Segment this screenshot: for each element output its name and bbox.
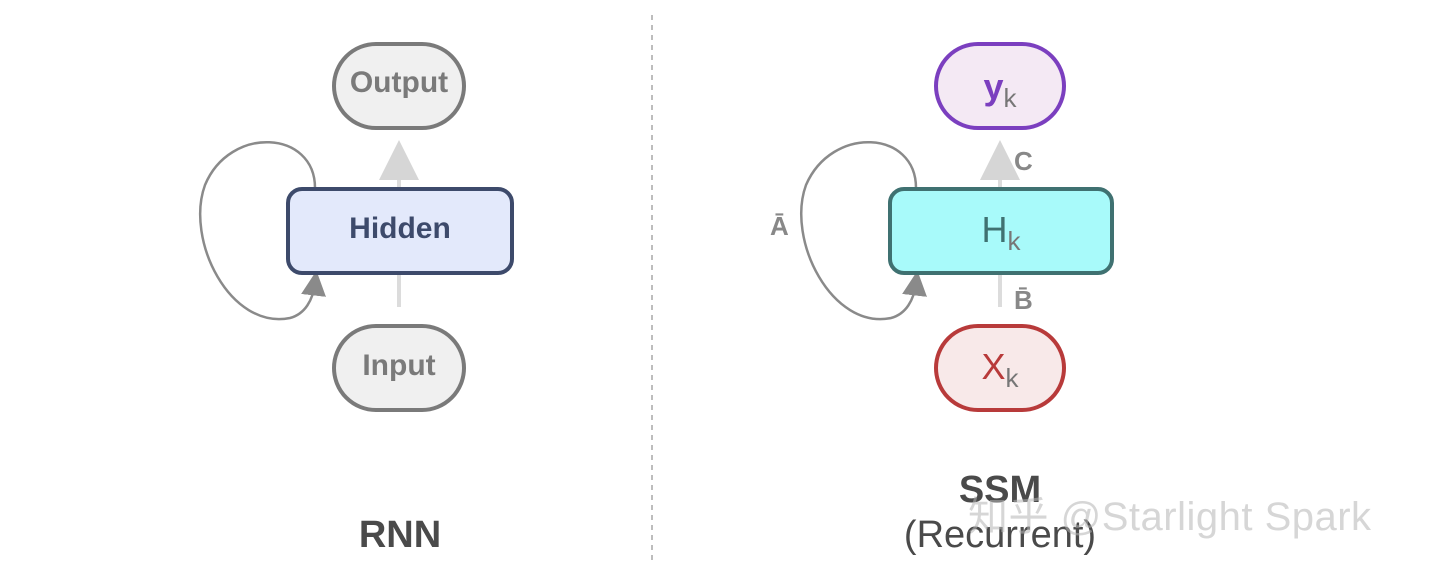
ssm-edge-b-label: B̄ bbox=[1014, 285, 1033, 315]
ssm-x-main: X bbox=[981, 346, 1006, 387]
watermark-text: 知乎 @Starlight Spark bbox=[968, 495, 1372, 539]
ssm-y-main: y bbox=[983, 66, 1004, 107]
rnn-output-label: Output bbox=[349, 66, 449, 99]
ssm-y-subscript: k bbox=[1003, 83, 1017, 113]
ssm-caption-sub: (Recurrent) bbox=[903, 514, 1097, 556]
ssm-edge-a-label: Ā bbox=[770, 211, 789, 241]
ssm-x-node bbox=[934, 324, 1066, 412]
ssm-h-node bbox=[888, 187, 1114, 275]
rnn-input-label: Input bbox=[362, 349, 436, 382]
rnn-caption: RNN bbox=[358, 514, 442, 556]
ssm-caption: SSM bbox=[958, 469, 1042, 511]
ssm-recurrent-loop-arrow bbox=[800, 140, 927, 321]
rnn-output-node bbox=[332, 42, 466, 130]
ssm-edge-c-label: C bbox=[1014, 146, 1033, 176]
rnn-recurrent-loop-arrow bbox=[199, 140, 326, 321]
ssm-y-node bbox=[934, 42, 1066, 130]
rnn-hidden-label: Hidden bbox=[349, 212, 451, 245]
rnn-hidden-node bbox=[286, 187, 514, 275]
ssm-h-label: Hk bbox=[890, 209, 1112, 257]
ssm-x-subscript: k bbox=[1005, 363, 1019, 393]
ssm-h-subscript: k bbox=[1007, 226, 1021, 256]
ssm-x-label: Xk bbox=[936, 346, 1064, 394]
ssm-y-label: yk bbox=[936, 66, 1064, 114]
ssm-h-main: H bbox=[981, 209, 1008, 250]
rnn-input-node bbox=[332, 324, 466, 412]
